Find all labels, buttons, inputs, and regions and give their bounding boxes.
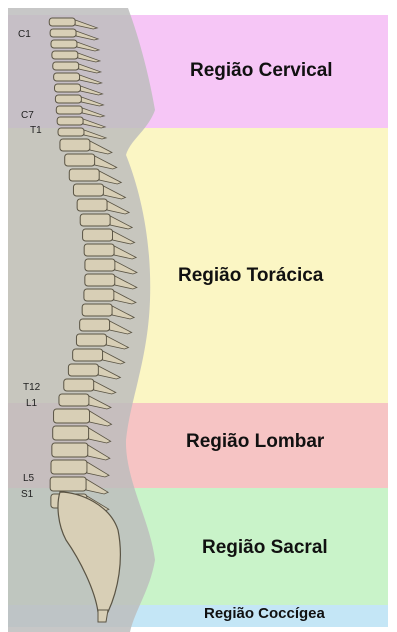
vertebra-body: [73, 349, 103, 361]
vertebra-body: [64, 379, 94, 391]
vertebra-label-c1: C1: [18, 29, 31, 40]
vertebra-label-s1: S1: [21, 489, 33, 500]
region-label-cervical: Região Cervical: [190, 60, 333, 82]
vertebra-body: [60, 139, 90, 151]
vertebra-body: [84, 244, 114, 256]
vertebra-body: [50, 477, 86, 491]
vertebra-body: [49, 18, 75, 26]
vertebra-body: [80, 319, 110, 331]
vertebra-body: [52, 443, 88, 457]
vertebra-label-t1: T1: [30, 125, 42, 136]
vertebra-body: [51, 460, 87, 474]
vertebra-body: [85, 274, 115, 286]
vertebra-label-c7: C7: [21, 110, 34, 121]
vertebra-body: [53, 426, 89, 440]
region-label-lumbar: Região Lombar: [186, 431, 324, 453]
vertebra-label-l5: L5: [23, 473, 34, 484]
vertebra-body: [50, 29, 76, 37]
vertebra-label-l1: L1: [26, 398, 37, 409]
vertebra-body: [76, 334, 106, 346]
vertebra-body: [73, 184, 103, 196]
vertebra-body: [84, 289, 114, 301]
vertebra-body: [53, 62, 79, 70]
vertebra-body: [68, 364, 98, 376]
vertebra-body: [54, 409, 90, 423]
vertebra-body: [59, 394, 89, 406]
vertebra-body: [55, 95, 81, 103]
vertebra-body: [51, 40, 77, 48]
vertebra-body: [58, 128, 84, 136]
vertebra-body: [83, 229, 113, 241]
vertebra-body: [82, 304, 112, 316]
vertebra-body: [57, 117, 83, 125]
vertebra-body: [52, 51, 78, 59]
vertebra-body: [55, 84, 81, 92]
region-label-coccygeal: Região Coccígea: [204, 605, 325, 622]
region-label-sacral: Região Sacral: [202, 537, 328, 559]
vertebra-body: [54, 73, 80, 81]
vertebra-label-t12: T12: [23, 382, 40, 393]
vertebra-body: [69, 169, 99, 181]
region-label-thoracic: Região Torácica: [178, 265, 323, 287]
vertebra-body: [80, 214, 110, 226]
vertebra-body: [65, 154, 95, 166]
vertebra-body: [56, 106, 82, 114]
coccyx: [98, 610, 108, 622]
vertebra-body: [85, 259, 115, 271]
vertebra-body: [77, 199, 107, 211]
